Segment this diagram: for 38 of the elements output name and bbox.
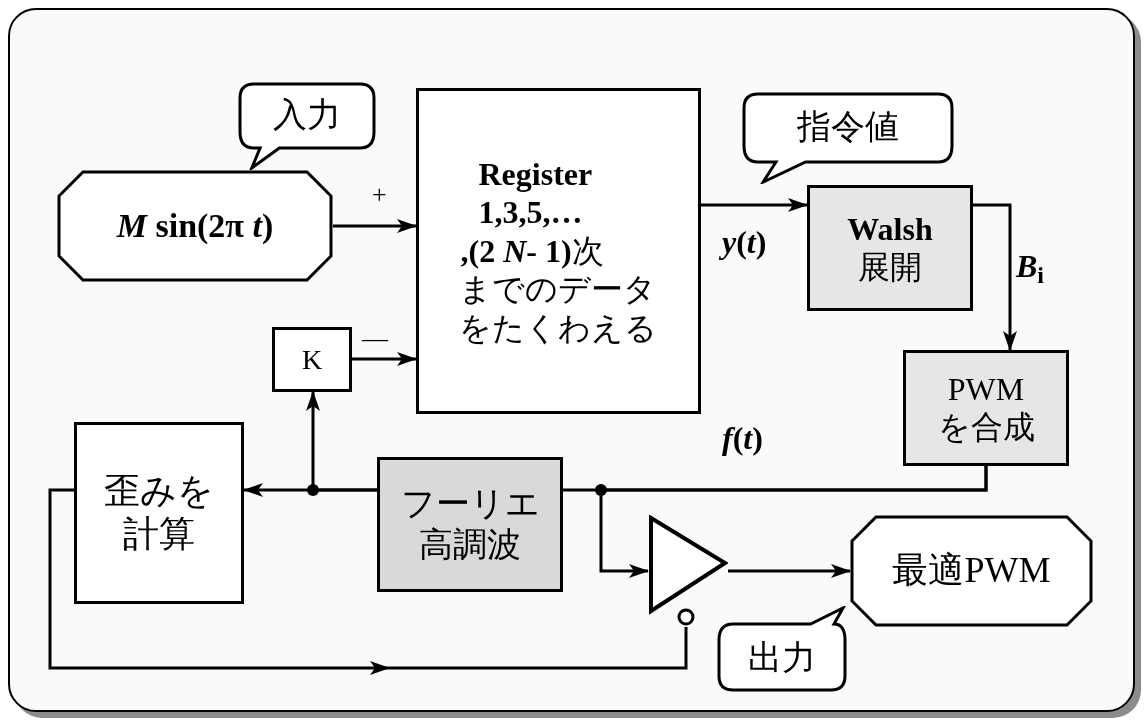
node-text: M sin(2π t) (116, 205, 274, 246)
speech-bubble (238, 82, 376, 170)
comparator-triangle (648, 515, 728, 627)
process-box (272, 327, 352, 392)
speech-bubble (742, 92, 954, 184)
arrow (701, 198, 808, 212)
node-text: ,(2 N- 1)次 (459, 231, 605, 271)
octagon-box (57, 170, 333, 282)
node-text: K (301, 342, 323, 377)
node-text: 1,3,5,… (477, 193, 584, 232)
node-text: Register (477, 155, 594, 194)
process-box (807, 185, 973, 311)
arrow (352, 352, 417, 366)
process-box (903, 350, 1069, 466)
node-text: 歪みを計算 (103, 469, 215, 556)
edge-label: + (372, 182, 387, 208)
edge-label: — (362, 326, 388, 352)
edge-label: f(t) (722, 422, 763, 454)
node-text: Walsh展開 (846, 209, 934, 287)
arrow (599, 466, 988, 578)
node-text: PWMを合成 (936, 369, 1036, 447)
node-text: 入力 (273, 94, 341, 135)
arrow (973, 203, 1017, 351)
arrow (333, 219, 417, 233)
octagon-box (850, 515, 1093, 627)
process-box (416, 88, 701, 414)
edge-label: B$_{i}$ (1016, 250, 1044, 282)
node-text: 指令値 (797, 106, 899, 147)
arrow (728, 564, 851, 578)
arrow (48, 488, 688, 675)
speech-bubble (717, 606, 847, 692)
node-text: までのデータをたくわえる (458, 270, 658, 347)
process-box (74, 422, 244, 604)
arrow (306, 391, 377, 492)
node-text: 最適PWM (892, 549, 1051, 593)
node-text: 出力 (748, 637, 816, 678)
node-text: フーリエ高調波 (399, 483, 541, 565)
process-box (377, 457, 563, 592)
